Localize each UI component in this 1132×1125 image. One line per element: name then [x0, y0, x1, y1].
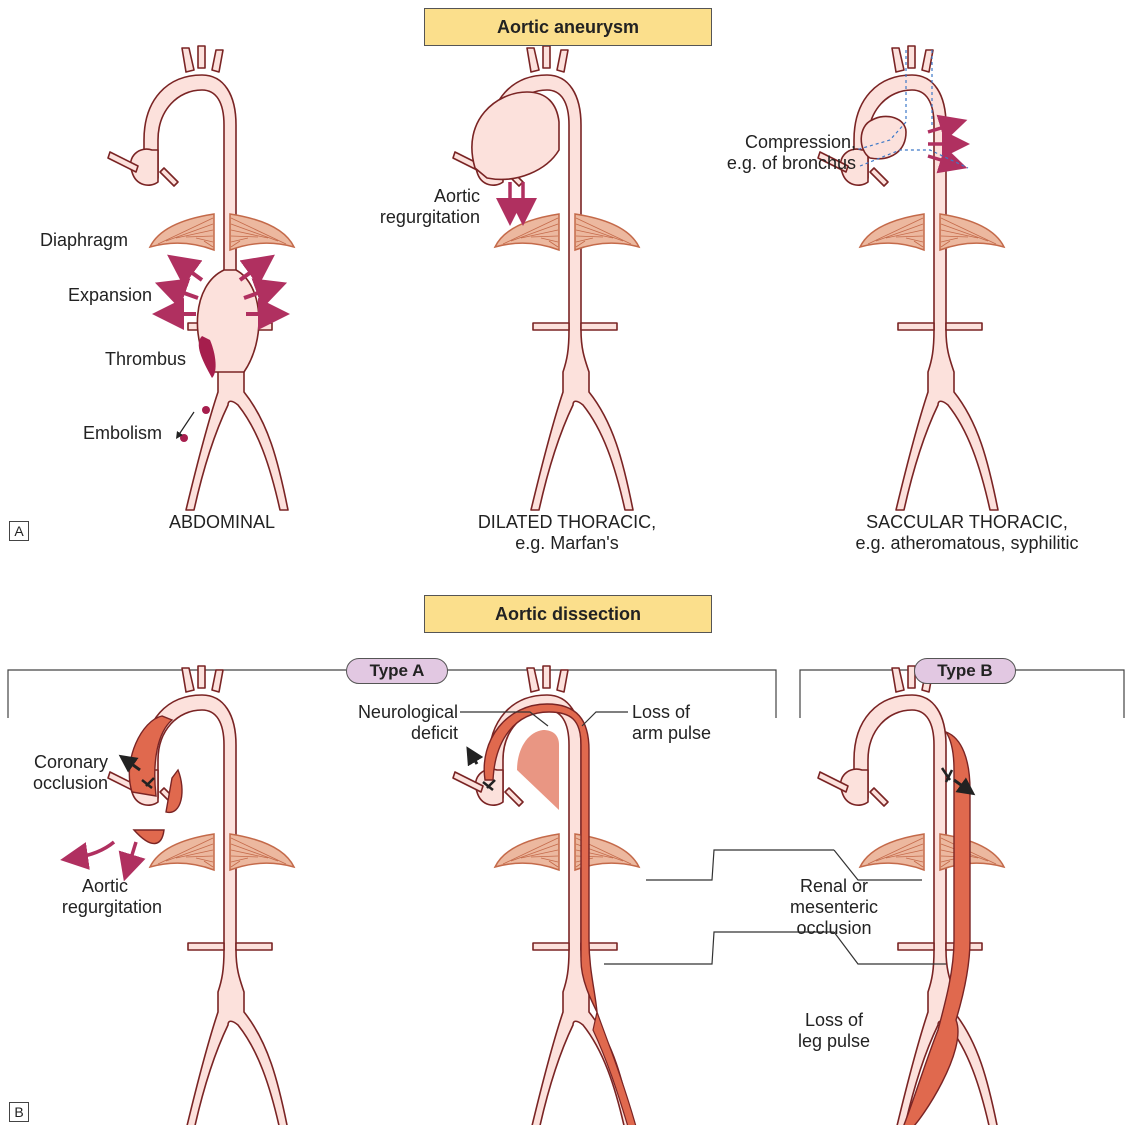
- saccular-thoracic-caption-line1: SACCULAR THORACIC,: [822, 512, 1112, 533]
- saccular-aorta: [818, 46, 1004, 510]
- compression-label-line2: e.g. of bronchus: [727, 153, 856, 174]
- aortic-dissection-banner: Aortic dissection: [424, 595, 712, 633]
- renal-occlusion-line3: occlusion: [734, 918, 934, 939]
- thrombus-label: Thrombus: [105, 349, 186, 370]
- panel-label-a: A: [9, 521, 29, 541]
- coronary-occlusion-line2: occlusion: [33, 773, 108, 794]
- loss-of-leg-pulse-line1: Loss of: [734, 1010, 934, 1031]
- renal-occlusion-line2: mesenteric: [734, 897, 934, 918]
- loss-of-arm-pulse-line1: Loss of: [632, 702, 690, 723]
- compression-label-line1: Compression,: [745, 132, 856, 153]
- embolism-arrow: [178, 412, 194, 436]
- dissection-type-a-proximal: [108, 666, 294, 1125]
- regurgitation-arrows-a: [510, 182, 523, 212]
- type-a-pill: Type A: [346, 658, 448, 684]
- abdominal-caption: ABDOMINAL: [122, 512, 322, 533]
- dilated-aorta: [453, 46, 639, 510]
- dilated-thoracic-caption-line1: DILATED THORACIC,: [457, 512, 677, 533]
- type-b-pill: Type B: [914, 658, 1016, 684]
- dissection-type-a-extensive: [453, 666, 639, 1125]
- aortic-regurgitation-label-line2: regurgitation: [380, 207, 480, 228]
- renal-occlusion-line1: Renal or: [734, 876, 934, 897]
- diaphragm-label: Diaphragm: [40, 230, 128, 251]
- regurgitation-b-line1: Aortic: [82, 876, 128, 897]
- neurological-deficit-line1: Neurological: [358, 702, 458, 723]
- loss-of-arm-pulse-line2: arm pulse: [632, 723, 711, 744]
- embolism-label: Embolism: [83, 423, 162, 444]
- neurological-deficit-line2: deficit: [411, 723, 458, 744]
- regurgitation-arrows-b: [74, 842, 136, 868]
- coronary-occlusion-line1: Coronary: [34, 752, 108, 773]
- dilated-thoracic-caption-line2: e.g. Marfan's: [457, 533, 677, 554]
- regurgitation-b-line2: regurgitation: [62, 897, 162, 918]
- expansion-label: Expansion: [68, 285, 152, 306]
- loss-of-leg-pulse-line2: leg pulse: [734, 1031, 934, 1052]
- aortic-aneurysm-banner: Aortic aneurysm: [424, 8, 712, 46]
- panel-label-b: B: [9, 1102, 29, 1122]
- saccular-thoracic-caption-line2: e.g. atheromatous, syphilitic: [812, 533, 1122, 554]
- aortic-regurgitation-label-line1: Aortic: [434, 186, 480, 207]
